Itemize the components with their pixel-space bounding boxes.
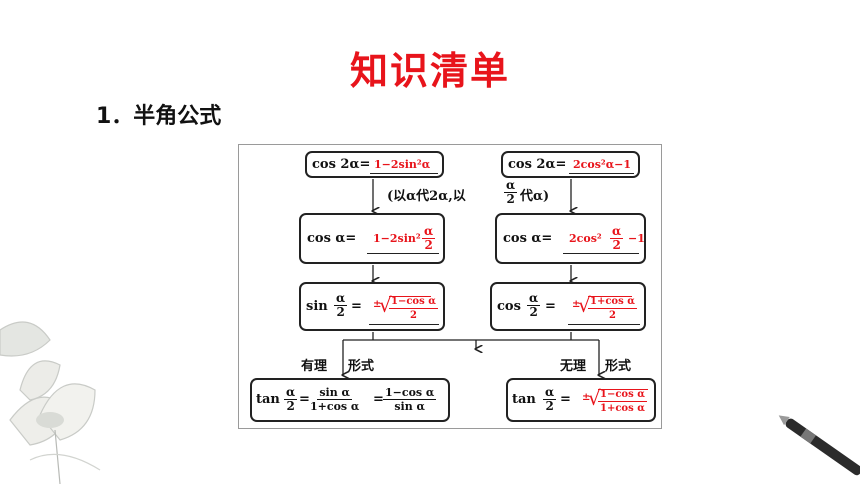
cos-a-cos-answer-post: −1 xyxy=(628,232,645,245)
sin-half-box: sin α 2 = ± √ 1−cos α 2 xyxy=(299,282,445,331)
tan-func: tan xyxy=(256,392,280,407)
cos-func: cos xyxy=(497,299,521,314)
fraction-numerator: α xyxy=(543,385,557,400)
fraction-denominator: 2 xyxy=(424,238,433,252)
answer-underline xyxy=(563,253,639,254)
cos2a-cos-answer: 2cos²α−1 xyxy=(573,158,632,171)
sqrt-bar xyxy=(598,389,648,390)
cos-a-sin-answer-pre: 1−2sin² xyxy=(373,232,421,245)
tan-irrational-box: tan α 2 = ± √ 1−cos α 1+cos α xyxy=(506,378,656,422)
answer-underline xyxy=(569,173,634,174)
fraction-denominator: 2 xyxy=(529,305,538,319)
fraction-numerator: 1−cos α xyxy=(383,386,437,400)
half-angle-diagram: cos 2α= 1−2sin²α cos 2α= 2cos²α−1 (以α代2α… xyxy=(238,144,662,429)
cos-a-cos-box: cos α= 2cos² α 2 −1 xyxy=(495,213,646,264)
half-alpha-fraction: α 2 xyxy=(610,224,624,252)
substitution-fraction: α 2 xyxy=(504,178,518,206)
fraction-denominator: 1+cos α xyxy=(310,400,360,413)
cos2a-label: cos 2α= xyxy=(508,157,567,172)
cos-a-sin-box: cos α= 1−2sin² α 2 xyxy=(299,213,445,264)
fraction-denominator: sin α xyxy=(394,400,426,413)
fraction-denominator: 2 xyxy=(608,310,616,321)
fraction-numerator: α xyxy=(504,178,518,193)
cos2a-sin-answer: 1−2sin²α xyxy=(374,158,431,171)
sin-func: sin xyxy=(306,299,328,314)
half-alpha-fraction: α 2 xyxy=(334,291,348,319)
irrational-label: 无理 xyxy=(560,359,587,374)
cos2a-label: cos 2α= xyxy=(312,157,371,172)
equals-sign: = xyxy=(545,299,556,314)
equals-sign: = xyxy=(351,299,362,314)
fraction-numerator: 1−cos α xyxy=(389,296,438,309)
fraction-denominator: 2 xyxy=(506,192,515,206)
fraction-denominator: 2 xyxy=(336,305,345,319)
half-alpha-fraction: α 2 xyxy=(284,385,298,413)
irrational-form-label: 形式 xyxy=(605,359,632,374)
answer-underline xyxy=(370,173,438,174)
diagram-connectors xyxy=(239,179,661,428)
cos2a-cos-box: cos 2α= 2cos²α−1 xyxy=(501,151,640,178)
pen-decoration xyxy=(778,415,860,476)
answer-underline xyxy=(367,253,439,254)
sqrt-bar xyxy=(588,296,632,297)
equals-sign-2: = xyxy=(373,392,384,407)
fraction-numerator: α xyxy=(284,385,298,400)
plus-minus: ± xyxy=(582,392,591,403)
cos-a-label: cos α= xyxy=(503,231,553,246)
sqrt-sign: √ xyxy=(578,293,591,317)
fraction-numerator: α xyxy=(422,224,436,239)
fraction-numerator: α xyxy=(610,224,624,239)
cos-half-box: cos α 2 = ± √ 1+cos α 2 xyxy=(490,282,646,331)
answer-underline xyxy=(369,324,439,325)
tan-rational-box: tan α 2 = sin α 1+cos α = 1−cos α sin α xyxy=(250,378,450,422)
fraction-numerator: 1−cos α xyxy=(598,389,647,402)
fraction-denominator: 2 xyxy=(409,310,417,321)
sqrt-sign: √ xyxy=(588,386,601,410)
section-heading: 1．半角公式 xyxy=(96,104,222,129)
sqrt-fraction: 1−cos α 2 xyxy=(389,295,438,322)
answer-underline xyxy=(568,324,640,325)
slide-title: 知识清单 xyxy=(349,49,510,93)
fraction-numerator: 1+cos α xyxy=(588,296,637,309)
sqrt-fraction: 1−cos α 1+cos α xyxy=(598,388,647,415)
sqrt-bar xyxy=(389,296,431,297)
fraction-numerator: α xyxy=(527,291,541,306)
fraction-numerator: sin α xyxy=(317,386,353,400)
cos-a-label: cos α= xyxy=(307,231,357,246)
fraction-denominator: 2 xyxy=(286,399,295,413)
substitution-note-post: 代α) xyxy=(520,189,550,204)
plus-minus: ± xyxy=(572,299,581,310)
equals-sign: = xyxy=(560,392,571,407)
1minuscos-over-sin: 1−cos α sin α xyxy=(383,386,437,413)
half-alpha-fraction: α 2 xyxy=(422,224,436,252)
equals-sign: = xyxy=(299,392,310,407)
plus-minus: ± xyxy=(373,299,382,310)
sqrt-sign: √ xyxy=(379,293,392,317)
half-alpha-fraction: α 2 xyxy=(543,385,557,413)
fraction-denominator: 2 xyxy=(545,399,554,413)
fraction-numerator: α xyxy=(334,291,348,306)
tan-func: tan xyxy=(512,392,536,407)
cos-a-cos-answer-pre: 2cos² xyxy=(569,232,602,245)
cos2a-sin-box: cos 2α= 1−2sin²α xyxy=(305,151,444,178)
half-alpha-fraction: α 2 xyxy=(527,291,541,319)
fraction-denominator: 2 xyxy=(612,238,621,252)
sqrt-fraction: 1+cos α 2 xyxy=(588,295,637,322)
rational-form-label: 形式 xyxy=(348,359,375,374)
substitution-note-pre: (以α代2α,以 xyxy=(387,189,466,204)
sin-over-1pluscos: sin α 1+cos α xyxy=(308,386,361,413)
lotus-decoration xyxy=(0,321,101,484)
rational-label: 有理 xyxy=(301,359,328,374)
fraction-denominator: 1+cos α xyxy=(600,403,645,414)
